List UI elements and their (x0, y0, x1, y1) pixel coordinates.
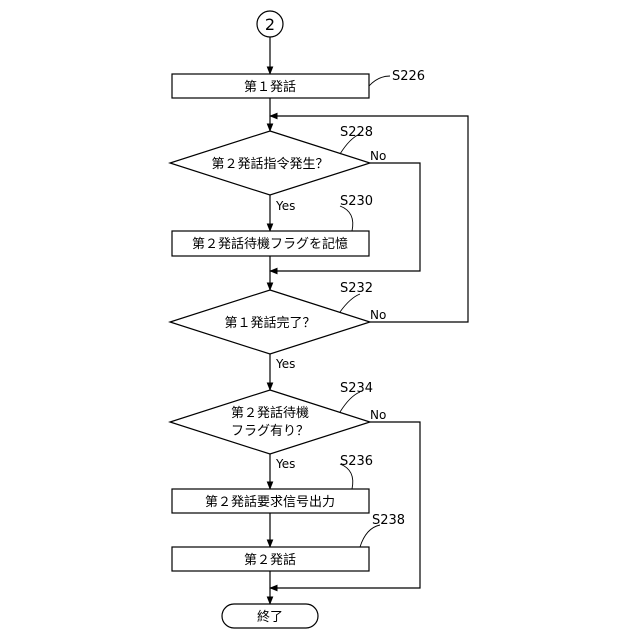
s236-label: 第２発話要求信号出力 (205, 494, 335, 510)
s234-yes-label: Yes (275, 457, 295, 471)
s226-label: 第１発話 (244, 79, 296, 95)
s228-step-id: S228 (340, 125, 373, 140)
s226-leader (369, 76, 390, 86)
s228-yes-label: Yes (275, 199, 295, 213)
s232-step-id: S232 (340, 281, 373, 296)
s228-no-label: No (370, 149, 386, 163)
start-connector-label: 2 (265, 15, 275, 34)
s232-label: 第１発話完了？ (224, 315, 315, 331)
s238-step-id: S238 (372, 513, 405, 528)
s234-label-line2: フラグ有り？ (231, 424, 309, 439)
s234-label-line1: 第２発話待機 (231, 405, 309, 421)
s228-label: 第２発話指令発生？ (211, 156, 328, 172)
s230-leader (340, 206, 353, 231)
s234-no-label: No (370, 408, 386, 422)
s230-step-id: S230 (340, 194, 373, 209)
end-label: 終了 (257, 609, 283, 625)
s232-yes-label: Yes (275, 357, 295, 371)
s226-step-id: S226 (392, 69, 425, 84)
s232-no-label: No (370, 308, 386, 322)
s232-leader (340, 294, 360, 312)
s238-leader (360, 525, 380, 547)
s230-label: 第２発話待機フラグを記憶 (192, 236, 348, 252)
s234-diamond (170, 390, 370, 454)
s236-step-id: S236 (340, 454, 373, 469)
s234-step-id: S234 (340, 381, 373, 396)
s238-label: 第２発話 (244, 552, 296, 568)
